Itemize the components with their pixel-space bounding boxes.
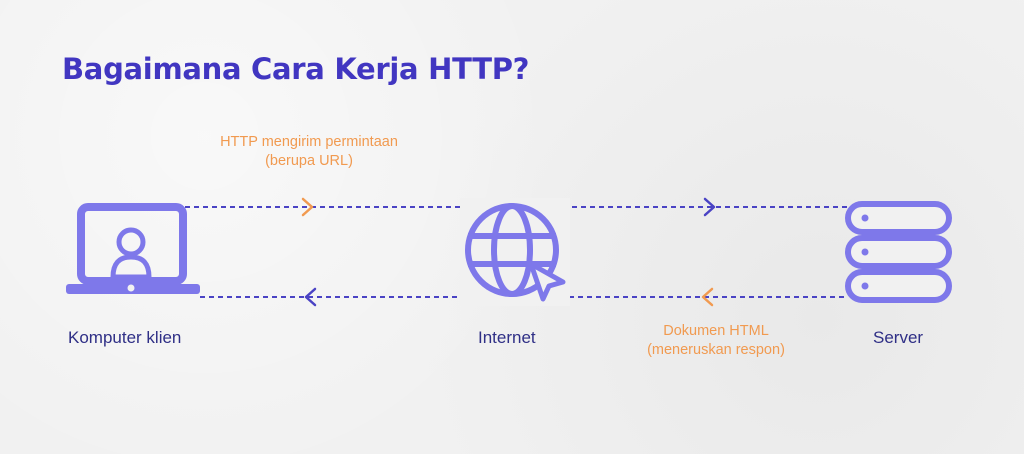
chevron-left-icon bbox=[701, 287, 714, 307]
client-label: Komputer klien bbox=[68, 328, 182, 347]
server-label: Server bbox=[873, 328, 924, 347]
laptop-user-icon bbox=[66, 203, 200, 294]
response-label-line1: Dokumen HTML bbox=[663, 323, 769, 339]
chevron-right-icon bbox=[301, 197, 314, 217]
chevron-left-icon bbox=[304, 287, 317, 307]
request-label-line1: HTTP mengirim permintaan bbox=[220, 134, 398, 150]
internet-label: Internet bbox=[478, 328, 536, 347]
request-label: HTTP mengirim permintaan (berupa URL) bbox=[196, 133, 422, 171]
response-label-line2: (meneruskan respon) bbox=[647, 342, 785, 358]
response-label: Dokumen HTML (meneruskan respon) bbox=[608, 322, 824, 360]
globe-cursor-icon bbox=[460, 198, 570, 306]
server-stack-icon bbox=[845, 201, 952, 303]
page-title: Bagaimana Cara Kerja HTTP? bbox=[62, 52, 530, 86]
chevron-right-icon bbox=[703, 197, 716, 217]
request-label-line2: (berupa URL) bbox=[265, 153, 353, 169]
